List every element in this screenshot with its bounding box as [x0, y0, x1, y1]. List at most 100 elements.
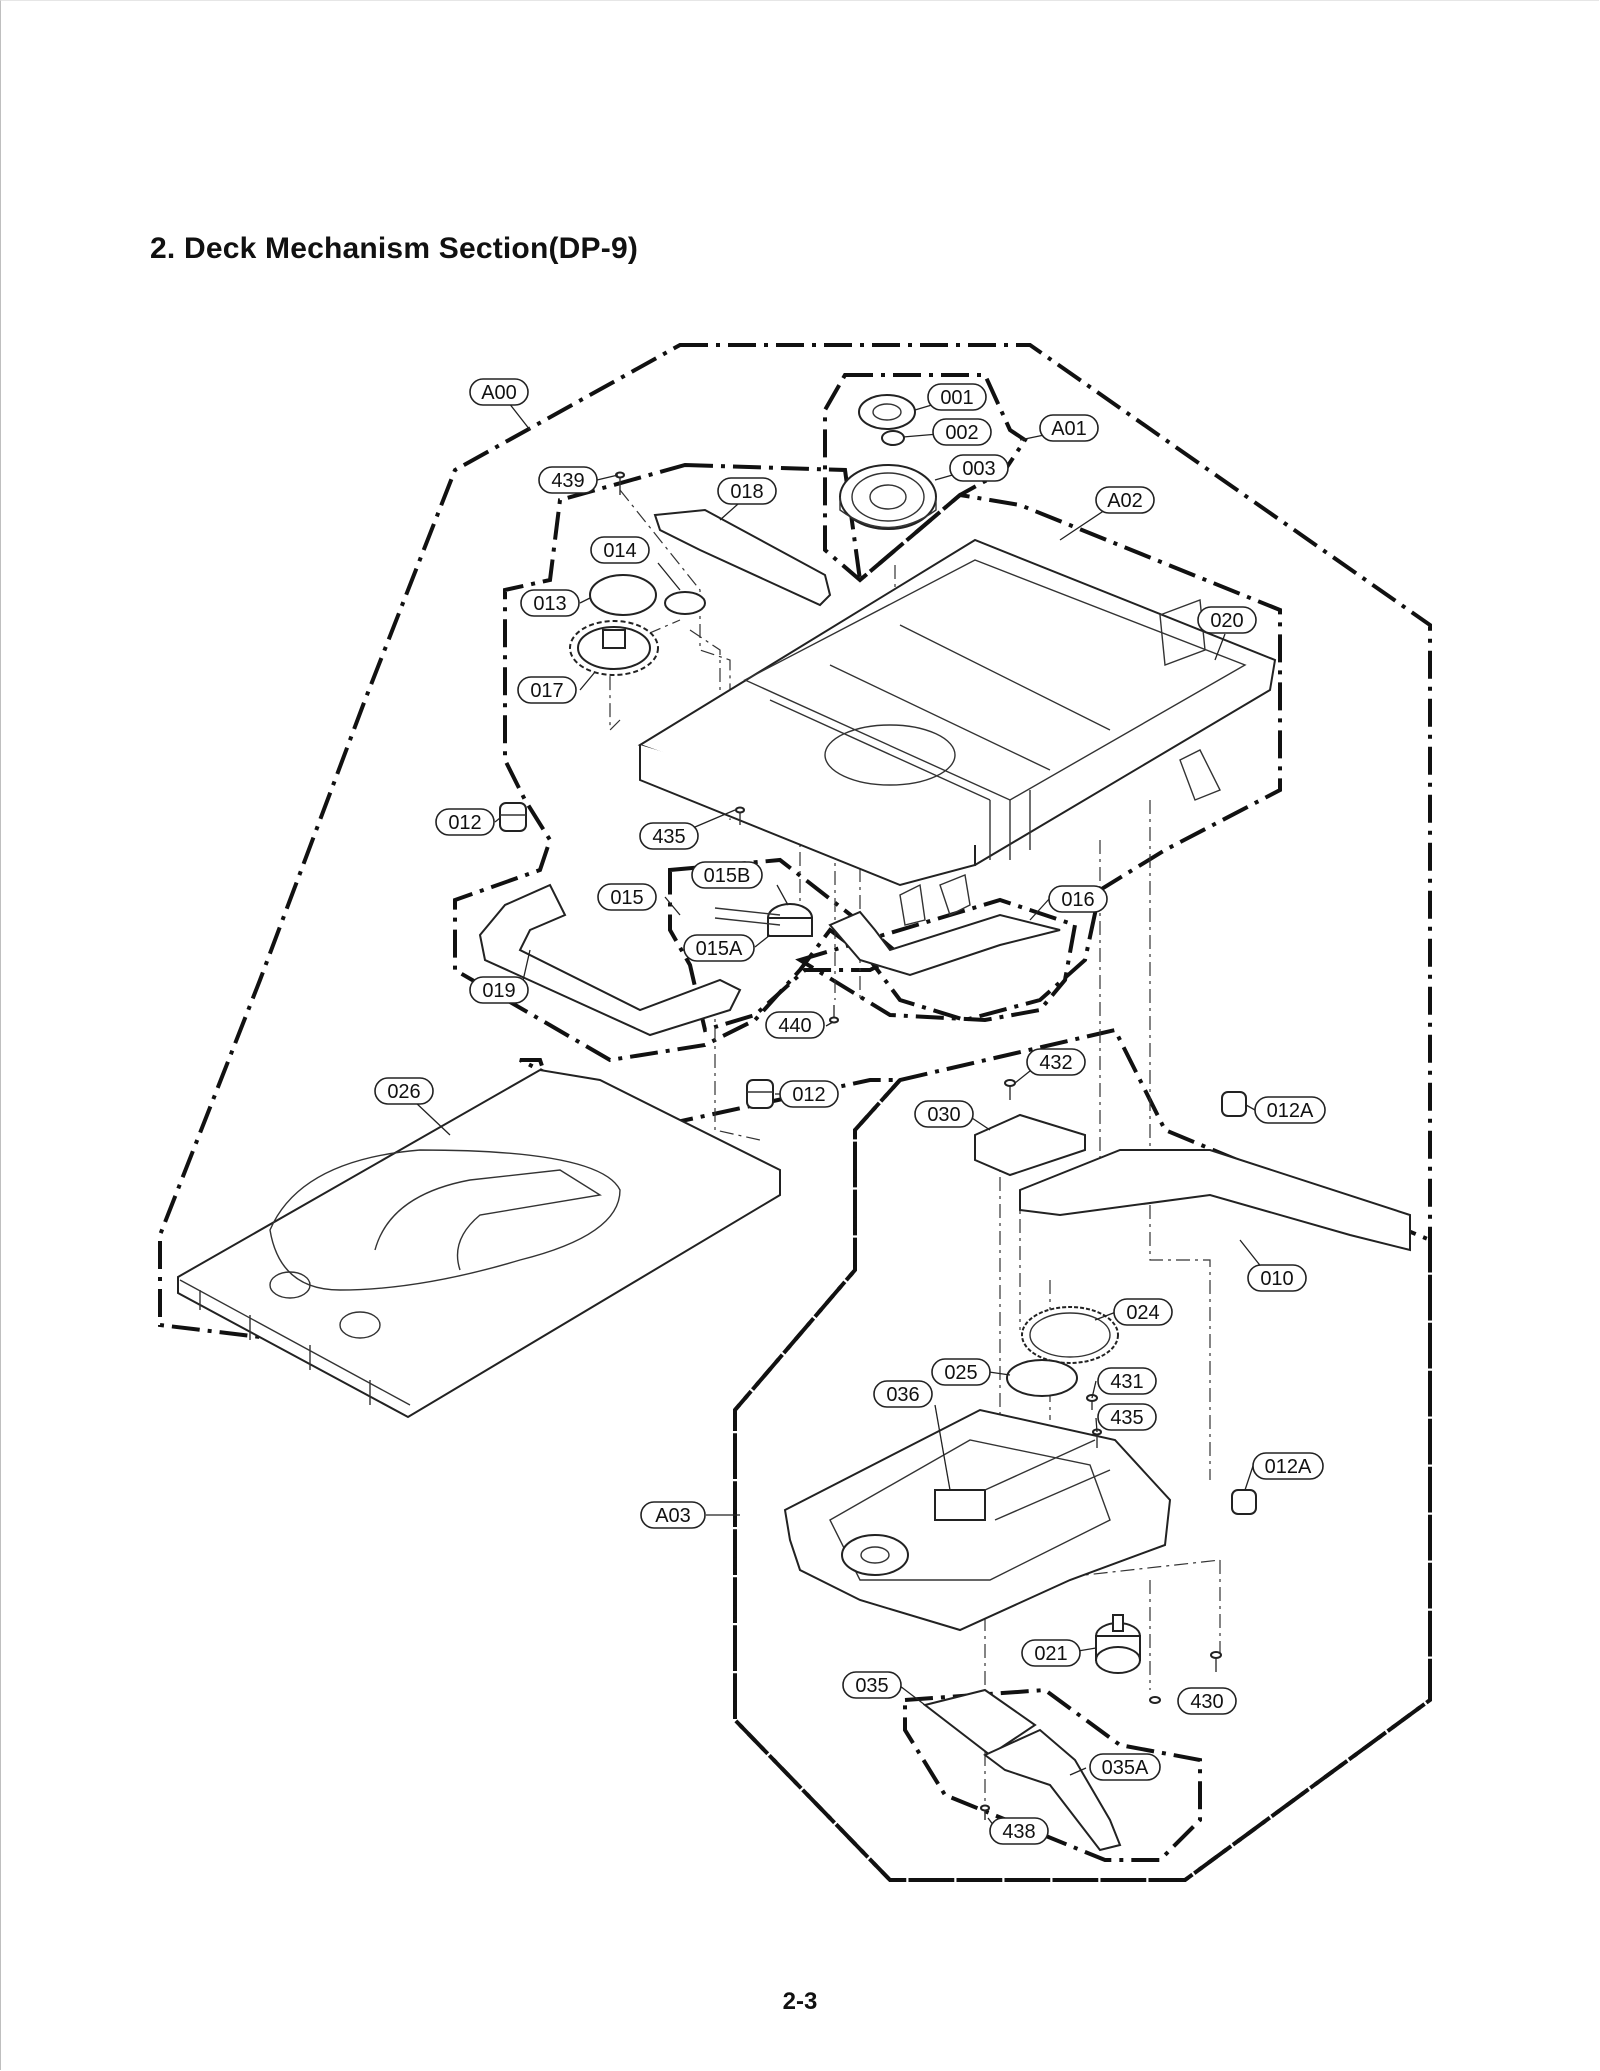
- part-015-drawing: [714, 903, 813, 937]
- callout-435-upper: 435: [639, 822, 699, 850]
- callout-014: 014: [590, 536, 650, 564]
- callout-026: 026: [374, 1077, 434, 1105]
- svg-text:019: 019: [482, 980, 515, 1002]
- svg-text:015A: 015A: [696, 938, 743, 960]
- callout-015B: 015B: [691, 861, 763, 889]
- part-014-drawing: [664, 591, 706, 615]
- part-018-drawing: [653, 508, 832, 607]
- part-012A-lower-drawing: [1231, 1489, 1257, 1515]
- svg-text:015B: 015B: [704, 865, 751, 887]
- callout-015: 015: [597, 883, 657, 911]
- callout-035A: 035A: [1089, 1753, 1161, 1781]
- svg-text:024: 024: [1126, 1302, 1159, 1324]
- svg-text:435: 435: [652, 826, 685, 848]
- svg-text:431: 431: [1110, 1371, 1143, 1393]
- svg-text:439: 439: [551, 470, 584, 492]
- part-013-drawing: [589, 574, 657, 616]
- callout-019: 019: [469, 976, 529, 1004]
- callout-438: 438: [989, 1817, 1049, 1845]
- svg-text:012: 012: [448, 812, 481, 834]
- part-036-drawing: [783, 1408, 1172, 1632]
- callout-439: 439: [538, 466, 598, 494]
- part-025-drawing: [1006, 1359, 1078, 1397]
- part-026-drawing: [177, 1068, 781, 1419]
- section-title: 2. Deck Mechanism Section(DP-9): [150, 232, 639, 265]
- boundary-016-cable: [795, 897, 1078, 1023]
- part-012-lower-drawing: [746, 1079, 774, 1109]
- part-010-drawing: [1019, 1149, 1411, 1252]
- svg-text:432: 432: [1039, 1052, 1072, 1074]
- callout-025: 025: [931, 1358, 991, 1386]
- svg-text:013: 013: [533, 593, 566, 615]
- svg-text:010: 010: [1260, 1268, 1293, 1290]
- callout-016: 016: [1048, 885, 1108, 913]
- boundary-015-motor: [668, 857, 904, 1033]
- callout-012A-upper: 012A: [1254, 1096, 1326, 1124]
- svg-text:012: 012: [792, 1084, 825, 1106]
- part-012A-upper-drawing: [1221, 1091, 1247, 1117]
- callout-431: 431: [1097, 1367, 1157, 1395]
- callout-013: 013: [520, 589, 580, 617]
- part-012-upper-drawing: [499, 802, 527, 832]
- callout-A03-label: A03: [655, 1505, 691, 1527]
- callout-440: 440: [765, 1011, 825, 1039]
- deck-chassis-drawing: [637, 538, 1277, 926]
- part-030-drawing: [974, 1113, 1086, 1177]
- part-019-drawing: [478, 883, 742, 1037]
- svg-text:035: 035: [855, 1675, 888, 1697]
- svg-text:438: 438: [1002, 1821, 1035, 1843]
- svg-text:003: 003: [962, 458, 995, 480]
- svg-text:012A: 012A: [1265, 1456, 1312, 1478]
- svg-text:002: 002: [945, 422, 978, 444]
- callout-017: 017: [517, 676, 577, 704]
- callout-030: 030: [914, 1100, 974, 1128]
- callout-A03: A03: [640, 1501, 706, 1529]
- callout-012-upper: 012: [435, 808, 495, 836]
- svg-text:001: 001: [940, 387, 973, 409]
- callout-430: 430: [1177, 1687, 1237, 1715]
- svg-text:440: 440: [778, 1015, 811, 1037]
- svg-text:021: 021: [1034, 1643, 1067, 1665]
- boundary-A03: [733, 1027, 1432, 1882]
- part-016-drawing: [828, 910, 1061, 977]
- svg-text:018: 018: [730, 481, 763, 503]
- screw-440-drawing: [829, 1005, 839, 1024]
- part-035-drawing: [922, 1688, 1037, 1757]
- callout-012A-lower: 012A: [1252, 1452, 1324, 1480]
- callout-A01-label: A01: [1051, 418, 1087, 440]
- svg-text:030: 030: [927, 1104, 960, 1126]
- callout-A00: A00: [469, 378, 529, 406]
- callout-020: 020: [1197, 606, 1257, 634]
- callout-435-lower: 435: [1097, 1403, 1157, 1431]
- callout-021: 021: [1021, 1639, 1081, 1667]
- callout-A00-label: A00: [481, 382, 517, 404]
- callout-432: 432: [1026, 1048, 1086, 1076]
- callout-024: 024: [1113, 1298, 1173, 1326]
- boundary-A02: [453, 462, 1282, 1063]
- svg-text:015: 015: [610, 887, 643, 909]
- svg-text:025: 025: [944, 1362, 977, 1384]
- page-number: 2-3: [782, 1988, 818, 2015]
- callout-A02: A02: [1095, 486, 1155, 514]
- svg-text:430: 430: [1190, 1691, 1223, 1713]
- screw-435-upper-drawing: [735, 806, 745, 825]
- svg-text:035A: 035A: [1102, 1757, 1149, 1779]
- screw-438-drawing: [980, 1804, 990, 1820]
- callout-A02-label: A02: [1107, 490, 1143, 512]
- screw-430-drawing: [1149, 1651, 1222, 1704]
- boundary-035-pcb: [903, 1687, 1202, 1862]
- callout-036: 036: [873, 1380, 933, 1408]
- svg-text:026: 026: [387, 1081, 420, 1103]
- callout-002: 002: [932, 418, 992, 446]
- callout-003: 003: [949, 454, 1009, 482]
- svg-text:036: 036: [886, 1384, 919, 1406]
- svg-text:012A: 012A: [1267, 1100, 1314, 1122]
- part-024-drawing: [1021, 1306, 1119, 1364]
- screw-439-drawing: [615, 471, 625, 495]
- callout-A01: A01: [1039, 414, 1099, 442]
- callout-018: 018: [717, 477, 777, 505]
- boundary-A01: [823, 373, 1028, 583]
- screw-432-drawing: [1004, 1079, 1016, 1100]
